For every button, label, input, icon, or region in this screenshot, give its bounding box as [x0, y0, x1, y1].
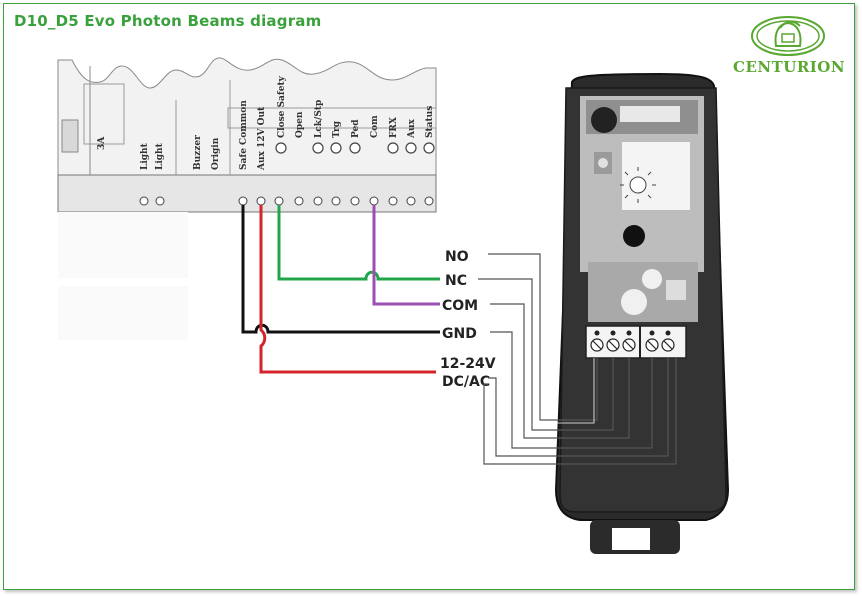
terminal-label: Ped	[351, 119, 361, 138]
green-wire	[277, 205, 440, 281]
diagram-frame	[3, 3, 855, 590]
black-wire	[241, 205, 440, 334]
no-label: NO	[445, 249, 469, 265]
terminal-label: Safe Common	[239, 100, 249, 170]
power-label-voltage: 12-24V	[440, 356, 496, 372]
photon-beam-device	[554, 72, 730, 554]
terminal-label: Aux	[407, 118, 417, 139]
terminal-label: Light	[155, 142, 165, 170]
terminal-label: Origin	[211, 137, 221, 170]
nc-label: NC	[445, 273, 467, 289]
terminal-label: Aux 12V Out	[257, 106, 267, 171]
brand-name: CENTURION	[733, 58, 846, 76]
purple-wire	[372, 205, 440, 306]
gnd-label: GND	[442, 326, 477, 342]
controller-board: Light Light Buzzer Origin Safe Common Au…	[57, 57, 437, 213]
terminal-label: Status	[425, 106, 435, 138]
terminal-label: FRX	[389, 117, 399, 138]
terminal-label: Com	[370, 115, 380, 138]
page-title: D10_D5 Evo Photon Beams diagram	[14, 12, 322, 30]
com-label: COM	[442, 298, 478, 314]
terminal-label: Lck/Stp	[314, 100, 324, 138]
power-label-type: DC/AC	[442, 374, 490, 390]
red-wire	[259, 205, 436, 374]
centurion-logo-icon	[751, 16, 825, 56]
terminal-label: Light	[140, 142, 150, 170]
fuse-label: 3A	[97, 136, 107, 150]
terminal-label: Open	[295, 111, 305, 138]
terminal-label: Close Safety	[277, 75, 287, 138]
terminal-label: Trg	[332, 120, 342, 138]
terminal-label: Buzzer	[193, 135, 203, 170]
